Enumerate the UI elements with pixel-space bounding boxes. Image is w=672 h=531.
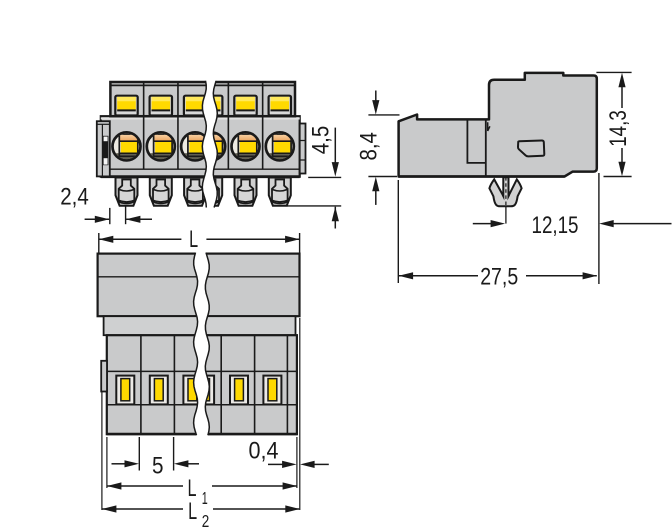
svg-text:8,4: 8,4 xyxy=(356,132,383,161)
svg-text:27,5: 27,5 xyxy=(480,264,518,291)
svg-text:5: 5 xyxy=(152,453,164,480)
svg-text:2,4: 2,4 xyxy=(60,184,89,211)
svg-text:L: L xyxy=(188,498,197,525)
svg-text:2: 2 xyxy=(202,511,210,531)
svg-text:1: 1 xyxy=(202,488,208,508)
svg-text:12,15: 12,15 xyxy=(532,212,579,239)
svg-text:0,4: 0,4 xyxy=(249,438,279,465)
svg-text:4,5: 4,5 xyxy=(308,126,335,155)
svg-text:L: L xyxy=(189,226,198,253)
svg-text:14,3: 14,3 xyxy=(605,110,632,147)
svg-text:L: L xyxy=(188,475,197,502)
